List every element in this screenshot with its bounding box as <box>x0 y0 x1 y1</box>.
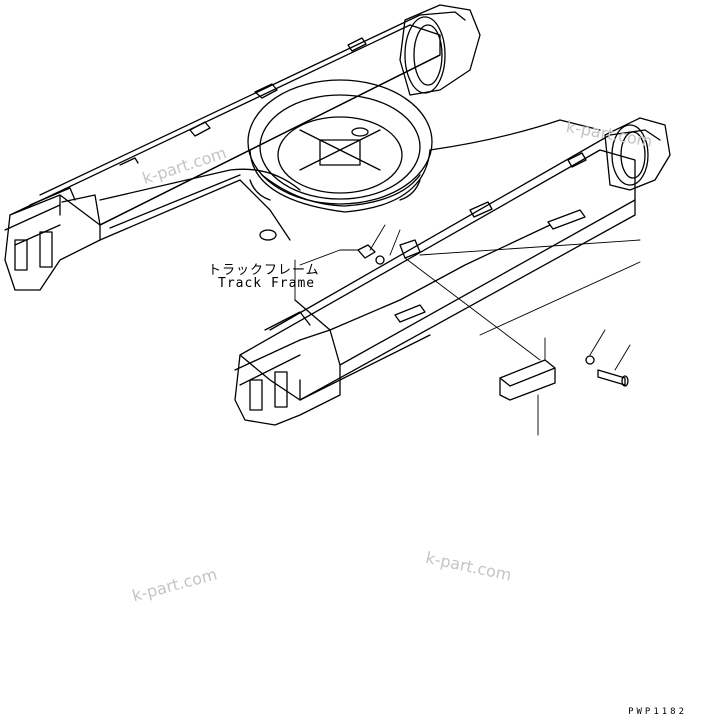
part-label-jp: トラックフレーム <box>208 263 320 278</box>
right-track-frame <box>234 117 671 426</box>
leader-lines <box>294 224 641 436</box>
drawing-code: PWP1182 <box>628 707 687 717</box>
swing-circle <box>99 79 601 213</box>
exploded-parts <box>357 239 629 401</box>
part-label-en: Track Frame <box>218 276 316 291</box>
left-track-frame <box>4 4 481 291</box>
